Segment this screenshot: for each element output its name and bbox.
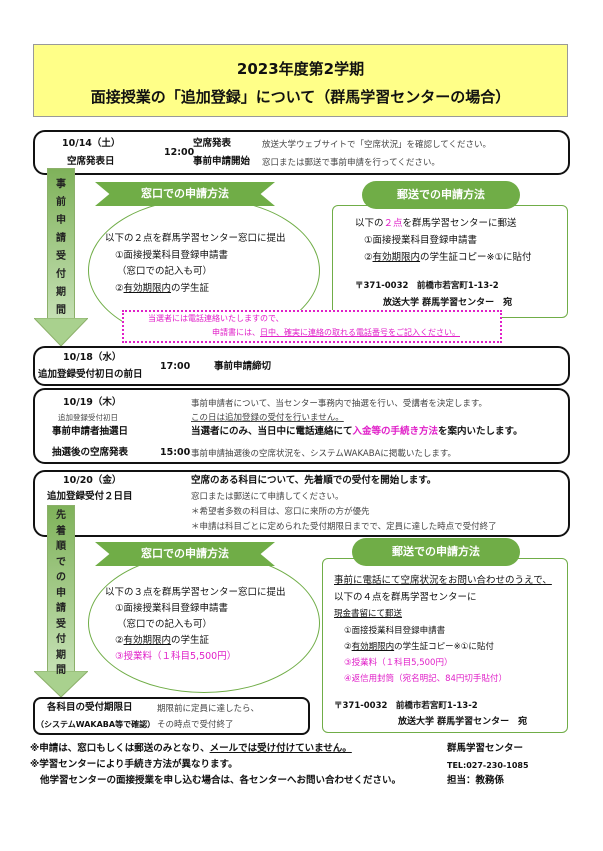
date-label: 事前申請者抽選日 bbox=[52, 426, 129, 437]
mail-method-scroll bbox=[332, 205, 568, 318]
desc: 事前申請抽選後の空席状況を、システムWAKABAに掲載いたします。 bbox=[191, 449, 457, 459]
desc: 放送大学ウェブサイトで「空席状況」を確認してください。 bbox=[262, 140, 491, 150]
period-arrow-shaft bbox=[47, 505, 75, 673]
time: 17:00 bbox=[160, 361, 191, 372]
text: 以下の２点を群馬学習センター窓口に提出 bbox=[105, 233, 286, 244]
deadline-box bbox=[33, 697, 310, 735]
deadline-label: 各科目の受付期限日 bbox=[47, 702, 133, 713]
mail-method-heading: 郵送での申請方法 bbox=[362, 181, 520, 209]
contact-tel: TEL:027-230-1085 bbox=[447, 761, 529, 770]
title-line-2: 面接授業の「追加登録」について（群馬学習センターの場合） bbox=[90, 88, 511, 106]
item: 事前申請締切 bbox=[214, 361, 272, 372]
arrow-down-icon bbox=[34, 671, 88, 697]
mail-method-heading: 郵送での申請方法 bbox=[352, 538, 520, 566]
text: （窓口での記入も可） bbox=[117, 619, 213, 630]
text: ③授業料（１科目5,500円） bbox=[115, 651, 237, 662]
footer-note: 他学習センターの面接授業を申し込む場合は、各センターへお問い合わせください。 bbox=[40, 775, 402, 786]
box-1018 bbox=[33, 346, 570, 386]
desc: 窓口または郵送にて申請してください。 bbox=[191, 492, 344, 502]
text: ②有効期限内の学生証 bbox=[115, 283, 210, 294]
notice-text: 当選者には電話連絡いたしますので、 bbox=[148, 314, 284, 323]
desc: 空席のある科目について、先着順での受付を開始します。 bbox=[191, 475, 437, 486]
window-method-ellipse bbox=[88, 553, 320, 693]
deadline-sub: （システムWAKABA等で確認） bbox=[36, 720, 156, 729]
desc: ＊希望者多数の科目は、窓口に来所の方が優先 bbox=[191, 507, 370, 517]
time: 12:00 bbox=[164, 147, 195, 158]
date-label: 空席発表日 bbox=[67, 156, 115, 167]
text: ①面接授業科目登録申請書 bbox=[344, 626, 446, 636]
desc: 窓口または郵送で事前申請を行ってください。 bbox=[262, 158, 440, 168]
date-label: 抽選後の空席発表 bbox=[52, 447, 129, 458]
date: 10/14（土） bbox=[62, 138, 121, 149]
text: ②有効期限内の学生証コピー※①に貼付 bbox=[344, 642, 494, 652]
box-1014 bbox=[33, 130, 570, 175]
item: 事前申請開始 bbox=[193, 156, 251, 167]
arrow-down-icon bbox=[34, 318, 88, 346]
postal-address: 〒371-0032 前橋市若宮町1-13-2 bbox=[334, 701, 478, 711]
text: ③授業料（１科目5,500円） bbox=[344, 658, 453, 668]
text: ②有効期限内の学生証コピー※①に貼付 bbox=[364, 252, 532, 263]
arrow-label: 先着順での申請受付期間 bbox=[56, 510, 66, 676]
window-method-heading: 窓口での申請方法 bbox=[95, 542, 275, 566]
text: 現金書留にて郵送 bbox=[334, 609, 403, 619]
desc: 事前申請者について、当センター事務内で抽選を行い、受講者を決定します。 bbox=[191, 399, 487, 409]
text: （窓口での記入も可） bbox=[117, 266, 213, 277]
date-sub: 追加登録受付初日 bbox=[58, 413, 118, 422]
date: 10/20（金） bbox=[63, 475, 122, 486]
box-1020 bbox=[33, 470, 570, 537]
mail-method-scroll bbox=[322, 558, 568, 733]
footer-note: ※申請は、窓口もしくは郵送のみとなり、メールでは受け付けていません。 bbox=[30, 743, 352, 754]
postal-address: 〒371-0032 前橋市若宮町1-13-2 bbox=[355, 281, 499, 291]
item: 空席発表 bbox=[193, 138, 232, 149]
desc: その時点で受付終了 bbox=[157, 720, 234, 730]
title-box: 2023年度第2学期 面接授業の「追加登録」について（群馬学習センターの場合） bbox=[33, 44, 568, 117]
phone-notice-box bbox=[122, 310, 502, 343]
addressee: 放送大学 群馬学習センター 宛 bbox=[383, 298, 513, 308]
text: 事前に電話にて空席状況をお問い合わせのうえで、 bbox=[334, 575, 552, 586]
time: 15:00 bbox=[160, 447, 191, 458]
contact-person: 担当：教務係 bbox=[447, 775, 505, 786]
desc: この日は追加登録の受付を行いません。 bbox=[191, 413, 344, 423]
notice-text: 申請書には、日中、確実に連絡の取れる電話番号をご記入ください。 bbox=[212, 328, 460, 337]
text: ①面接授業科目登録申請書 bbox=[364, 235, 478, 246]
text: ①面接授業科目登録申請書 bbox=[115, 250, 229, 261]
box-1019 bbox=[33, 388, 570, 464]
text: 以下の４点を群馬学習センターに bbox=[334, 592, 477, 603]
contact-name: 群馬学習センター bbox=[447, 743, 524, 754]
desc: 期限前に定員に達したら、 bbox=[157, 704, 260, 714]
text: ④返信用封筒（宛名明記、84円切手貼付） bbox=[344, 674, 507, 684]
period-arrow-shaft bbox=[47, 168, 75, 320]
desc: ＊申請は科目ごとに定められた受付期限日までで、定員に達した時点で受付終了 bbox=[191, 522, 497, 532]
footer-note: ※学習センターにより手続き方法が異なります。 bbox=[30, 759, 238, 770]
date-label: 追加登録受付２日目 bbox=[47, 491, 133, 502]
text: 以下の２点を群馬学習センターに郵送 bbox=[355, 218, 517, 229]
text: ②有効期限内の学生証 bbox=[115, 635, 210, 646]
desc: 当選者にのみ、当日中に電話連絡にて入金等の手続き方法を案内いたします。 bbox=[191, 426, 523, 437]
window-method-heading: 窓口での申請方法 bbox=[95, 182, 275, 206]
date: 10/18（水） bbox=[63, 352, 122, 363]
text: ①面接授業科目登録申請書 bbox=[115, 603, 229, 614]
title-line-1: 2023年度第2学期 bbox=[236, 60, 365, 78]
arrow-label: 事前申請受付期間 bbox=[56, 179, 66, 316]
text: 以下の３点を群馬学習センター窓口に提出 bbox=[105, 587, 286, 598]
date: 10/19（木） bbox=[63, 397, 122, 408]
date-label: 追加登録受付初日の前日 bbox=[38, 369, 143, 380]
addressee: 放送大学 群馬学習センター 宛 bbox=[398, 717, 528, 727]
